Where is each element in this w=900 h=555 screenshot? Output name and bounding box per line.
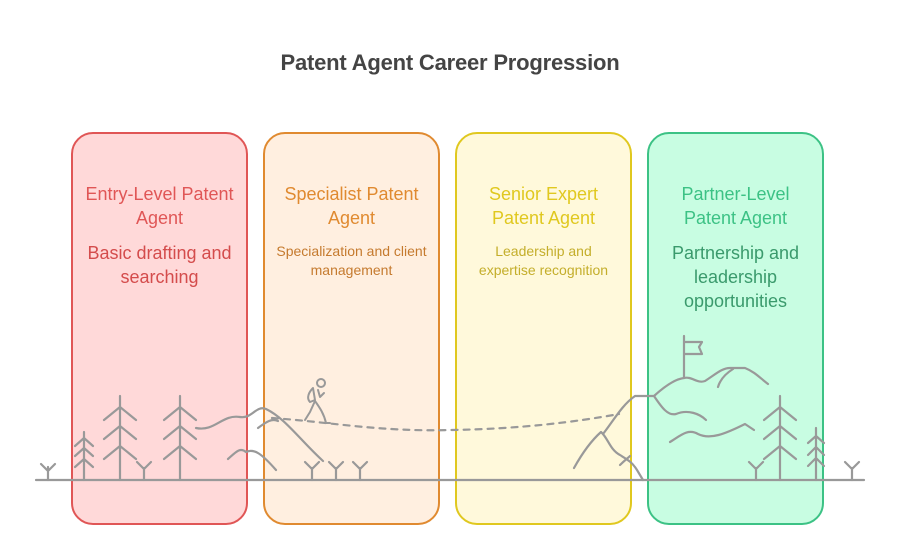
summit-flag-icon	[682, 334, 704, 380]
stage-heading: Specialist Patent Agent	[284, 184, 419, 228]
stage-description: Leadership and expertise recognition	[478, 243, 609, 278]
hiker-icon	[304, 378, 331, 424]
pine-tree-icon	[762, 394, 798, 482]
stage-card-entry-level: Entry-Level Patent Agent Basic drafting …	[71, 132, 248, 525]
stage-heading: Senior Expert Patent Agent	[488, 184, 599, 228]
mountain-icon	[572, 366, 770, 482]
stage-description: Specialization and client management	[276, 243, 427, 278]
stage-heading: Partner-Level Patent Agent	[681, 184, 790, 228]
page-title: Patent Agent Career Progression	[280, 50, 620, 75]
stage-description: Basic drafting and searching	[87, 243, 232, 287]
stage-description: Partnership and leadership opportunities	[671, 243, 800, 311]
pine-tree-icon	[806, 426, 826, 482]
stage-card-partner-level: Partner-Level Patent Agent Partnership a…	[647, 132, 824, 525]
grass-icon	[39, 460, 861, 482]
mountain-icon	[194, 407, 325, 472]
pine-tree-icon	[73, 430, 95, 482]
pine-tree-icon	[162, 394, 198, 482]
pine-tree-icon	[102, 394, 138, 482]
stage-card-specialist: Specialist Patent Agent Specialization a…	[263, 132, 440, 525]
stage-card-senior-expert: Senior Expert Patent Agent Leadership an…	[455, 132, 632, 525]
stage-heading: Entry-Level Patent Agent	[85, 184, 234, 228]
dashed-path	[270, 412, 621, 432]
